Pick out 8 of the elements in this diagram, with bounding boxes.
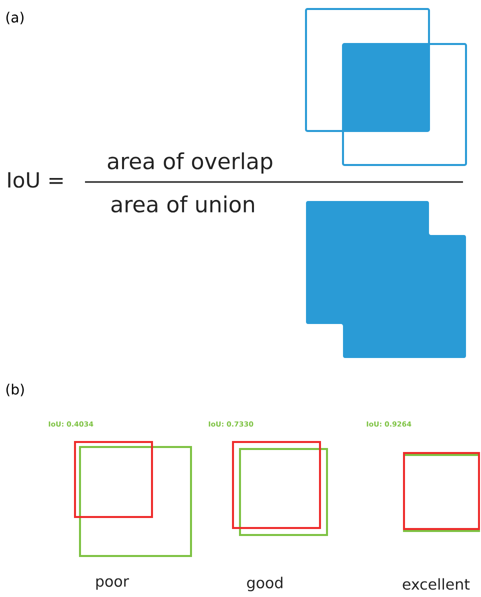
- formula-text: IoU =: [8, 172, 63, 188]
- caption-text: poor: [96, 578, 130, 590]
- caption-text: good: [247, 576, 282, 592]
- panel-label: (b): [6, 384, 24, 396]
- numerator-text: area of overlap: [108, 152, 272, 174]
- panel-label: (a): [6, 12, 24, 24]
- caption-text: excellent: [402, 578, 470, 590]
- denominator-text: area of union: [112, 196, 254, 213]
